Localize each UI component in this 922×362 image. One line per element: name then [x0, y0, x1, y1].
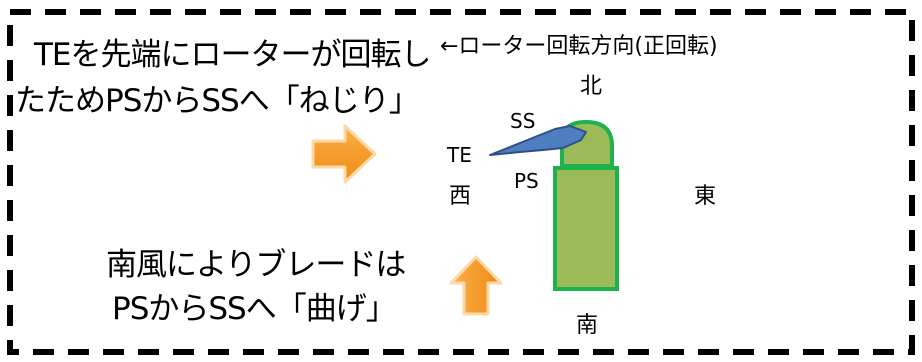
twist-text-line2: たためPSからSSへ「ねじり」 — [15, 83, 420, 119]
up-arrow-icon — [449, 255, 503, 316]
right-arrow-icon — [311, 124, 377, 184]
bend-text-line2: PSからSSへ「曲げ」 — [112, 291, 397, 327]
twist-text-line1: TEを先端にローターが回転し — [34, 37, 432, 73]
ss-label: SS — [510, 109, 536, 133]
te-label: TE — [447, 143, 472, 167]
tower-shape — [553, 166, 619, 291]
north-label: 北 — [580, 74, 603, 99]
west-label: 西 — [449, 184, 472, 209]
south-label: 南 — [576, 313, 599, 338]
blade-shape — [489, 125, 587, 156]
bend-text-line1: 南風によりブレードは — [106, 247, 406, 283]
dashed-frame — [7, 9, 915, 355]
east-label: 東 — [694, 184, 717, 209]
rotation-direction-label: ←ローター回転方向(正回転) — [440, 34, 718, 59]
ps-label: PS — [514, 169, 539, 193]
